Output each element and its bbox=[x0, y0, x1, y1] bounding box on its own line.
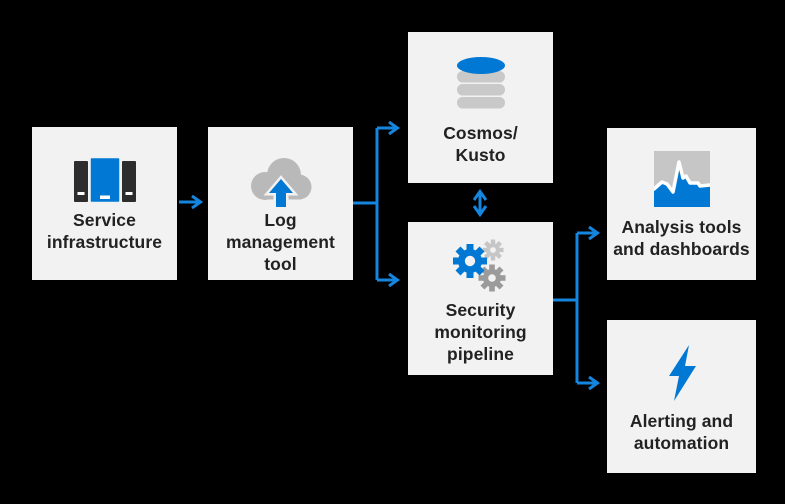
database-icon bbox=[456, 57, 505, 109]
lightning-icon bbox=[668, 345, 696, 401]
node-label: Analysis tools and dashboards bbox=[613, 217, 750, 259]
server-icon bbox=[73, 156, 136, 204]
node-label: Security monitoring pipeline bbox=[434, 300, 527, 364]
node-label: Service infrastructure bbox=[46, 210, 163, 252]
cloud-upload-icon bbox=[250, 158, 311, 209]
node-label: Alerting and automation bbox=[629, 411, 734, 453]
node-security-monitoring-pipeline: Security monitoring pipeline bbox=[408, 222, 553, 375]
node-service-infrastructure: Service infrastructure bbox=[32, 127, 177, 280]
node-cosmos-kusto: Cosmos/ Kusto bbox=[408, 32, 553, 183]
node-label: Cosmos/ Kusto bbox=[443, 123, 518, 165]
node-label: Log management tool bbox=[226, 210, 335, 274]
node-log-management-tool: Log management tool bbox=[208, 127, 353, 280]
chart-icon bbox=[653, 151, 710, 207]
node-analysis-tools-dashboards: Analysis tools and dashboards bbox=[607, 128, 756, 280]
node-alerting-automation: Alerting and automation bbox=[607, 320, 756, 473]
gears-icon bbox=[452, 239, 505, 292]
